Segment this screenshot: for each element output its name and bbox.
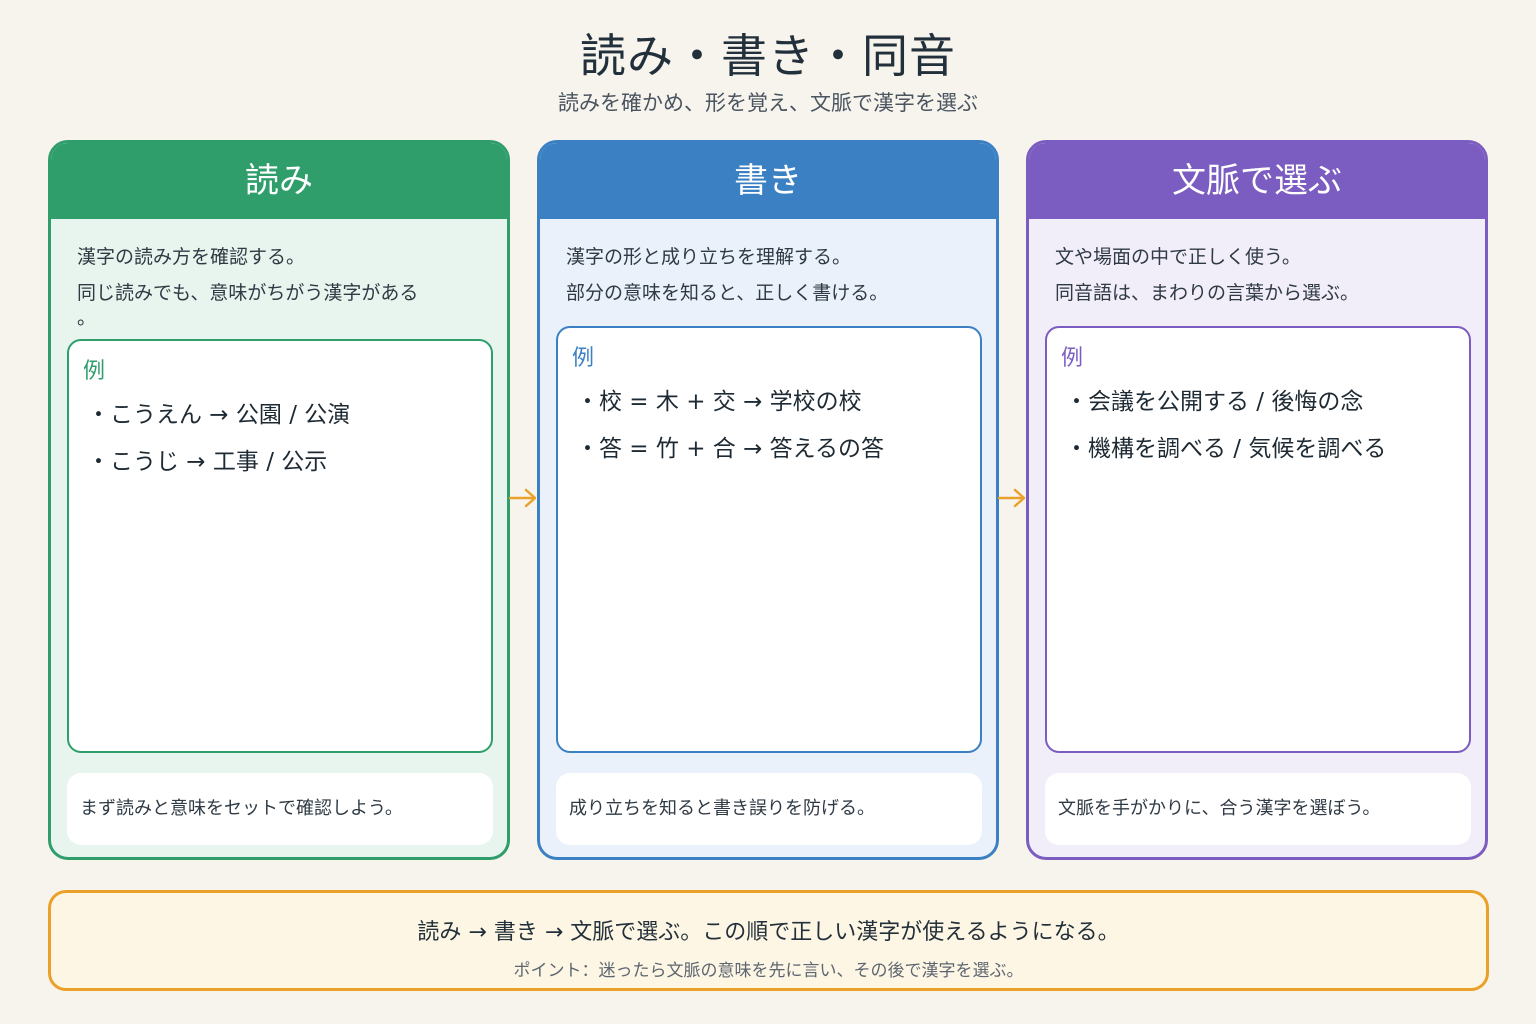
card-context: 文脈で選ぶ 文や場面の中で正しく使う。 同音語は、まわりの言葉から選ぶ。 例 ・… [1026, 140, 1488, 860]
example-item: ・機構を調べる / 気候を調べる [1065, 436, 1387, 462]
description-line: 漢字の読み方を確認する。 [77, 246, 306, 268]
summary-main-text: 読み → 書き → 文脈で選ぶ。この順で正しい漢字が使えるようになる。 [417, 920, 1120, 945]
card-reading-description: 漢字の読み方を確認する。 同じ読みでも、意味がちがう漢字がある 。 [77, 239, 487, 329]
description-line: 漢字の形と成り立ちを理解する。 [566, 246, 852, 268]
example-item: ・こうえん → 公園 / 公演 [87, 402, 351, 428]
example-item: ・答 = 竹 + 合 → 答えるの答 [576, 436, 884, 462]
description-line: 同じ読みでも、意味がちがう漢字がある [77, 282, 419, 304]
arrow-right-icon [508, 488, 537, 508]
arrow-right-icon [997, 488, 1026, 508]
page-subtitle: 読みを確かめ、形を覚え、文脈で漢字を選ぶ [558, 91, 978, 115]
card-writing-description: 漢字の形と成り立ちを理解する。 部分の意味を知ると、正しく書ける。 [566, 239, 976, 311]
example-item: ・校 = 木 + 交 → 学校の校 [576, 389, 862, 415]
card-writing: 書き 漢字の形と成り立ちを理解する。 部分の意味を知ると、正しく書ける。 例 ・… [537, 140, 999, 860]
card-reading-note: まず読みと意味をセットで確認しよう。 [67, 773, 493, 845]
card-context-note: 文脈を手がかりに、合う漢字を選ぼう。 [1045, 773, 1471, 845]
example-label: 例 [572, 346, 595, 371]
card-writing-heading: 書き [540, 143, 996, 219]
description-line: 文や場面の中で正しく使う。 [1055, 246, 1301, 268]
card-reading-heading: 読み [51, 143, 507, 219]
summary-box: 読み → 書き → 文脈で選ぶ。この順で正しい漢字が使えるようになる。 ポイント… [48, 890, 1489, 991]
card-context-example-box: 例 ・会議を公開する / 後悔の念 ・機構を調べる / 気候を調べる [1045, 326, 1471, 753]
example-item: ・会議を公開する / 後悔の念 [1065, 389, 1364, 415]
description-line: 。 [77, 307, 97, 329]
example-label: 例 [1061, 346, 1084, 371]
card-context-description: 文や場面の中で正しく使う。 同音語は、まわりの言葉から選ぶ。 [1055, 239, 1465, 311]
card-writing-note: 成り立ちを知ると書き誤りを防げる。 [556, 773, 982, 845]
summary-point-text: ポイント：迷ったら文脈の意味を先に言い、その後で漢字を選ぶ。 [513, 961, 1024, 981]
example-item: ・こうじ → 工事 / 公示 [87, 449, 328, 475]
page-title: 読み・書き・同音 [580, 29, 956, 83]
description-line: 部分の意味を知ると、正しく書ける。 [566, 282, 889, 304]
description-line: 同音語は、まわりの言葉から選ぶ。 [1055, 282, 1360, 304]
card-reading: 読み 漢字の読み方を確認する。 同じ読みでも、意味がちがう漢字がある 。 例 ・… [48, 140, 510, 860]
card-context-heading: 文脈で選ぶ [1029, 143, 1485, 219]
card-reading-example-box: 例 ・こうえん → 公園 / 公演 ・こうじ → 工事 / 公示 [67, 339, 493, 753]
example-label: 例 [83, 359, 106, 384]
card-writing-example-box: 例 ・校 = 木 + 交 → 学校の校 ・答 = 竹 + 合 → 答えるの答 [556, 326, 982, 753]
